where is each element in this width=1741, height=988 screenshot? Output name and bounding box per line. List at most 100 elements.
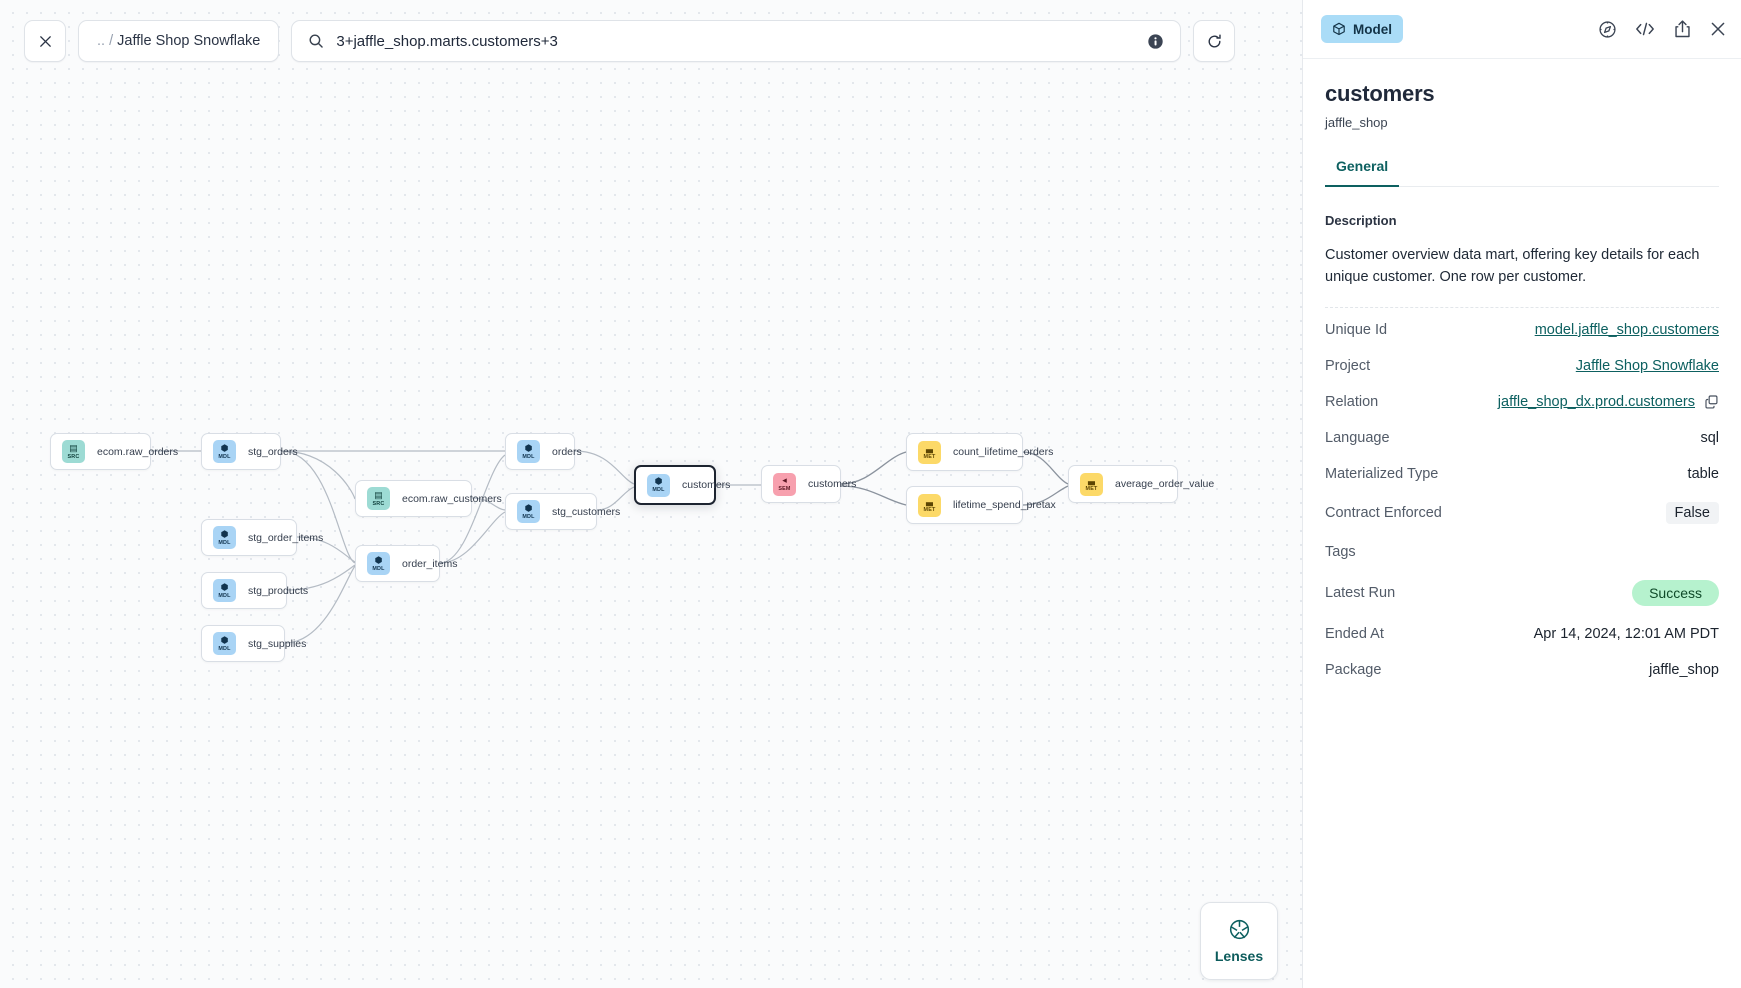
- badge-glyph: ◂: [782, 475, 787, 485]
- lineage-edge: [284, 565, 356, 644]
- lineage-node-label: count_lifetime_orders: [953, 446, 1054, 458]
- tab-general[interactable]: General: [1325, 158, 1400, 187]
- panel-tabs: General: [1325, 158, 1719, 187]
- detail-row-value-wrap: False: [1665, 501, 1719, 524]
- badge-glyph: ⬢: [220, 528, 229, 539]
- breadcrumb-prefix: ..: [97, 33, 106, 49]
- refresh-button[interactable]: [1193, 20, 1236, 62]
- detail-row-key: Relation: [1325, 393, 1379, 410]
- panel-toolbar: Model: [1303, 0, 1741, 59]
- detail-row-value-wrap: Apr 14, 2024, 12:01 AM PDT: [1534, 626, 1719, 642]
- description-text: Customer overview data mart, offering ke…: [1325, 247, 1700, 286]
- badge-type-label: MDL: [218, 453, 231, 460]
- mdl-badge-icon: ⬢MDL: [213, 526, 236, 549]
- copy-icon[interactable]: [1704, 394, 1719, 409]
- badge-type-label: MET: [923, 507, 936, 513]
- view-code-button[interactable]: [1634, 20, 1656, 38]
- lineage-edge: [439, 511, 506, 564]
- detail-row-value-wrap: model.jaffle_shop.customers: [1535, 322, 1719, 338]
- breadcrumb-project: Jaffle Shop Snowflake: [117, 33, 261, 49]
- lineage-node-average_order_value[interactable]: ▃MET average_order_value: [1068, 465, 1214, 503]
- badge-glyph: ⬢: [524, 442, 533, 453]
- info-icon[interactable]: [1147, 33, 1164, 50]
- mdl-badge-icon: ⬢MDL: [213, 440, 236, 463]
- lineage-edge: [574, 450, 635, 485]
- explore-button[interactable]: [1598, 20, 1617, 39]
- close-icon: [39, 35, 51, 47]
- lenses-label: Lenses: [1214, 948, 1264, 964]
- breadcrumb-separator: /: [109, 33, 114, 49]
- lenses-button[interactable]: Lenses: [1200, 902, 1278, 980]
- badge-type-label: MDL: [522, 453, 535, 460]
- detail-row-value: Apr 14, 2024, 12:01 AM PDT: [1533, 625, 1719, 642]
- lineage-node-label: ecom.raw_orders: [97, 445, 179, 458]
- detail-row: Unique Id model.jaffle_shop.customers: [1325, 312, 1719, 348]
- detail-row-value-wrap: jaffle_shop_dx.prod.customers: [1498, 394, 1719, 410]
- badge-type-label: SRC: [67, 453, 80, 460]
- breadcrumb[interactable]: .. / Jaffle Shop Snowflake: [78, 20, 280, 62]
- share-icon: [1675, 20, 1690, 38]
- met-badge-icon: ▃MET: [918, 440, 941, 464]
- badge-glyph: ▃: [1088, 475, 1095, 485]
- detail-row-value[interactable]: model.jaffle_shop.customers: [1534, 321, 1719, 338]
- code-icon: [1636, 22, 1654, 36]
- lineage-node-count_lifetime_orders[interactable]: ▃MET count_lifetime_orders: [906, 433, 1053, 471]
- detail-row-value-wrap: jaffle_shop: [1649, 662, 1719, 678]
- panel-header: customers jaffle_shop: [1303, 59, 1741, 130]
- badge-glyph: ⬢: [220, 581, 229, 592]
- detail-row-value: jaffle_shop: [1649, 661, 1719, 678]
- panel-subtitle: jaffle_shop: [1325, 115, 1388, 130]
- refresh-icon: [1208, 33, 1221, 47]
- detail-row-value-wrap: table: [1688, 466, 1719, 482]
- close-lineage-button[interactable]: [24, 20, 66, 62]
- resource-type-chip[interactable]: Model: [1321, 15, 1403, 43]
- lineage-node-label: average_order_value: [1115, 478, 1215, 490]
- details-panel: Model: [1302, 0, 1741, 988]
- badge-glyph: ⬢: [524, 502, 533, 513]
- detail-row-value: False: [1665, 501, 1719, 524]
- lineage-node-customers[interactable]: ⬢MDL customers: [634, 465, 730, 505]
- detail-row-key: Latest Run: [1325, 584, 1396, 601]
- page-title: customers: [1325, 81, 1435, 106]
- share-button[interactable]: [1673, 19, 1692, 39]
- mdl-badge-icon: ⬢MDL: [213, 632, 236, 655]
- detail-row-value[interactable]: Jaffle Shop Snowflake: [1575, 357, 1719, 374]
- met-badge-icon: ▃MET: [1080, 472, 1103, 496]
- badge-type-label: MET: [923, 454, 936, 460]
- lineage-canvas[interactable]: .. / Jaffle Shop Snowflake: [0, 0, 1302, 988]
- detail-row-value: sql: [1700, 429, 1719, 446]
- detail-row-value[interactable]: jaffle_shop_dx.prod.customers: [1497, 393, 1695, 410]
- detail-row: Latest Run Success: [1325, 570, 1719, 616]
- detail-row-key: Unique Id: [1325, 321, 1388, 338]
- badge-glyph: ⬢: [654, 476, 663, 486]
- badge-glyph: ⬢: [220, 634, 229, 645]
- status-badge: Success: [1632, 579, 1719, 606]
- search-input[interactable]: [336, 32, 1136, 50]
- lineage-node-label: customers: [682, 479, 731, 491]
- detail-row-value-wrap: sql: [1700, 430, 1719, 446]
- lineage-node-label: stg_customers: [552, 505, 621, 518]
- badge-type-label: MDL: [218, 592, 231, 599]
- close-panel-button[interactable]: [1709, 20, 1727, 38]
- detail-row-value-wrap: Jaffle Shop Snowflake: [1576, 358, 1719, 374]
- badge-type-label: MDL: [652, 487, 665, 493]
- lineage-search-box[interactable]: [291, 20, 1182, 62]
- compass-icon: [1599, 20, 1616, 38]
- canvas-toolbar: .. / Jaffle Shop Snowflake: [24, 20, 1236, 62]
